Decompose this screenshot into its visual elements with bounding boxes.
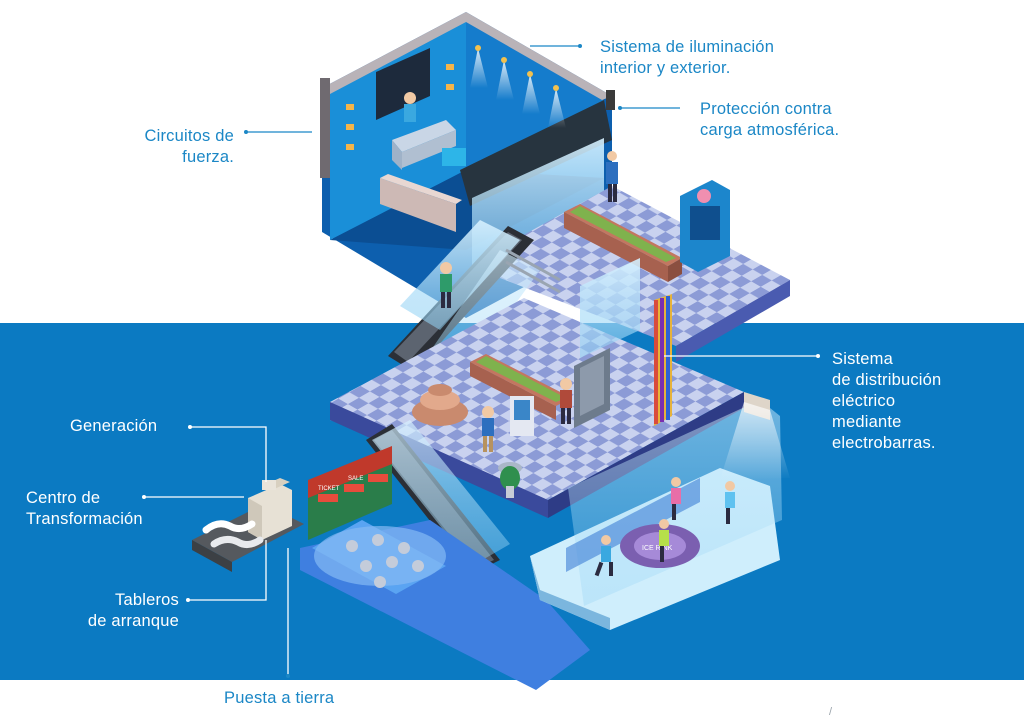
ground-level: TICKET SALE bbox=[300, 446, 590, 690]
elevator-glass bbox=[580, 258, 640, 358]
label-sistema-distribucion: Sistema de distribución eléctrico median… bbox=[832, 350, 942, 452]
protection-post-left bbox=[320, 78, 330, 178]
stall-sign-b: SALE bbox=[348, 476, 363, 482]
label-sistema-iluminacion: Sistema de iluminación interior y exteri… bbox=[600, 38, 775, 77]
ice-rink-sign: ICE RINK bbox=[642, 545, 673, 552]
label-proteccion-carga: Protección contra carga atmosférica. bbox=[700, 100, 840, 139]
second-floor bbox=[500, 151, 790, 362]
label-puesta-tierra: Puesta a tierra bbox=[224, 689, 335, 707]
label-circuitos-fuerza: Circuitos de fuerza. bbox=[144, 127, 234, 166]
callout-line-generacion bbox=[190, 426, 267, 482]
label-centro-transformacion: Centro de Transformación bbox=[26, 489, 143, 528]
lower-escalator bbox=[366, 420, 510, 574]
transformation-building bbox=[192, 478, 304, 572]
lightning-rod bbox=[606, 90, 615, 110]
upper-facade-beam bbox=[460, 100, 612, 206]
callout-lines bbox=[142, 44, 820, 678]
tv-screen bbox=[376, 48, 430, 120]
stall-sign-a: TICKET bbox=[318, 486, 340, 492]
label-generacion: Generación bbox=[70, 417, 158, 435]
callout-line-tableros bbox=[188, 540, 267, 601]
footer-slash-mark: / bbox=[829, 706, 833, 718]
label-tableros-arranque: Tableros de arranque bbox=[87, 591, 179, 630]
ice-rink: ICE RINK bbox=[530, 392, 790, 630]
ceiling-spotlights bbox=[470, 45, 566, 128]
